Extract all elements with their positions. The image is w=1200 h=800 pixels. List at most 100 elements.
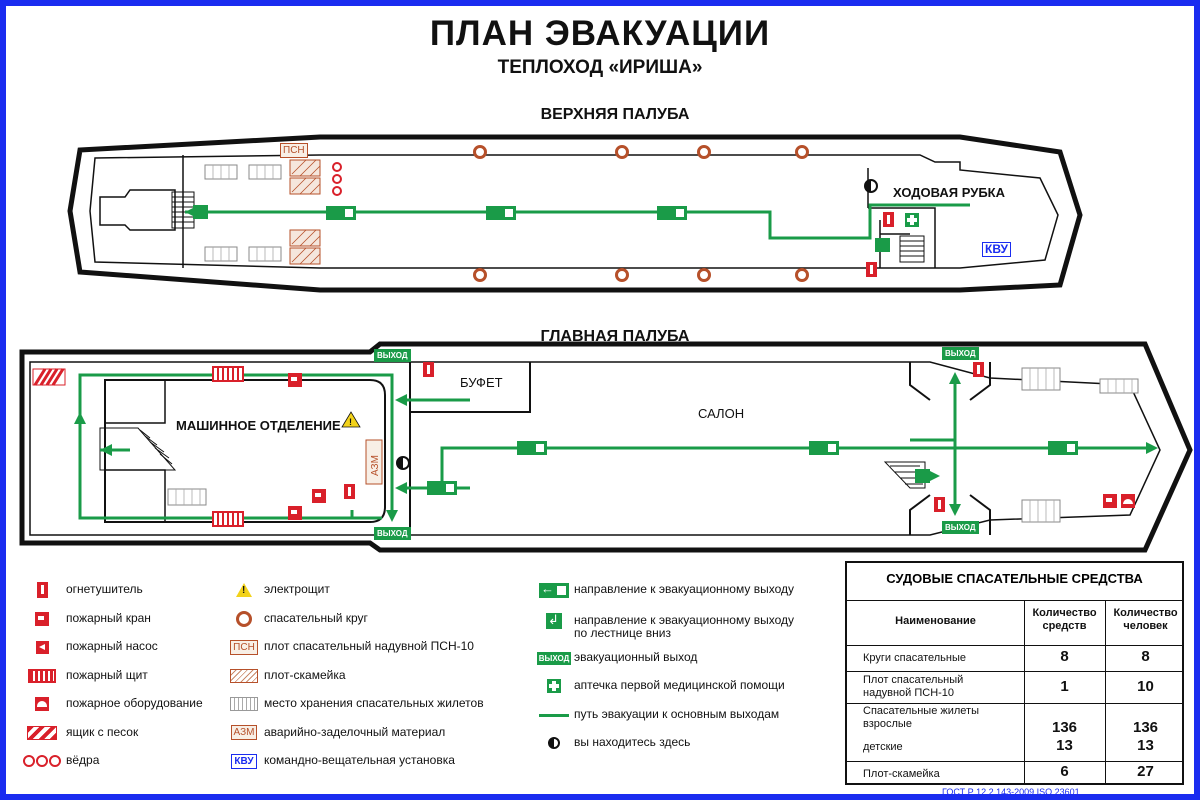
table-row-people: 136 xyxy=(1132,719,1159,736)
table-row-qty: 6 xyxy=(1060,763,1069,780)
fire-hydrant-icon xyxy=(24,610,60,628)
legend-label: пожарный кран xyxy=(66,610,151,625)
table-header-people: Количество xyxy=(1113,607,1178,619)
kvu-label: КВУ xyxy=(982,242,1011,257)
legend-label: путь эвакуации к основным выходам xyxy=(574,707,780,721)
table-row-name-2: взрослые xyxy=(863,718,912,730)
main-deck-title: ГЛАВНАЯ ПАЛУБА xyxy=(540,328,690,345)
legend-label: место хранения спасательных жилетов xyxy=(264,696,484,710)
emergency-exit-icon: ВЫХОД xyxy=(536,649,572,667)
engine-room-walls xyxy=(104,379,386,523)
life-ring-icon xyxy=(697,268,711,282)
engine-room-label: МАШИННОЕ ОТДЕЛЕНИЕ xyxy=(176,418,341,433)
legend-item: пожарное оборудование xyxy=(24,695,354,713)
footer-standard: ГОСТ Р 12.2.143-2009 ISO 23601 xyxy=(942,787,1080,797)
legend-label: электрощит xyxy=(264,582,330,596)
electrical-panel-icon xyxy=(226,581,262,599)
raft-icon: ПСН xyxy=(226,638,262,656)
legend-item: плот-скамейка xyxy=(226,667,556,685)
legend-label: ящик с песок xyxy=(66,724,139,739)
legend-box-label: ВЫХОД xyxy=(536,651,572,665)
legend-item: пожарный кран xyxy=(24,610,354,628)
wheelhouse-label: ХОДОВАЯ РУБКА xyxy=(893,185,1005,200)
stairs-down-direction-icon xyxy=(536,612,572,630)
page-title: ПЛАН ЭВАКУАЦИИ xyxy=(429,14,771,53)
legend-label: вы находитесь здесь xyxy=(574,735,691,749)
buffet-label: БУФЕТ xyxy=(460,375,503,390)
legend-label: огнетушитель xyxy=(66,582,143,596)
you-are-here-icon xyxy=(536,734,572,752)
life-ring-icon xyxy=(795,145,809,159)
extinguisher-icon xyxy=(24,581,60,599)
svg-text:!: ! xyxy=(349,417,352,427)
table-row-name: Плот-скамейка xyxy=(863,768,940,780)
table-row-qty: 136 xyxy=(1051,719,1078,736)
exit-direction-icon xyxy=(536,581,572,599)
upper-deck-title: ВЕРХНЯЯ ПАЛУБА xyxy=(540,106,690,123)
table-row-people: 27 xyxy=(1137,763,1154,780)
table-header-people-2: человек xyxy=(1123,620,1168,632)
legend-item: КВУ командно-вещательная установка xyxy=(226,752,556,770)
emergency-material-icon: АЗМ xyxy=(226,724,262,742)
legend-label: пожарное оборудование xyxy=(66,696,203,710)
upper-hull-inner xyxy=(89,154,1059,269)
life-ring-icon xyxy=(615,145,629,159)
buckets-icon xyxy=(23,752,61,770)
legend-label: спасательный круг xyxy=(264,610,368,625)
life-ring-icon xyxy=(795,268,809,282)
legend-label: аварийно-заделочный материал xyxy=(264,724,446,739)
legend-item: ящик с песок xyxy=(24,724,354,742)
life-saving-table: СУДОВЫЕ СПАСАТЕЛЬНЫЕ СРЕДСТВА Наименован… xyxy=(845,561,1184,785)
main-vest-storage xyxy=(1021,367,1139,523)
exit-sign: ВЫХОД xyxy=(374,349,411,362)
table-row-name: Круги спасательные xyxy=(863,652,966,664)
table-row-qty-2: 13 xyxy=(1056,737,1073,754)
upper-raft-label: ПСН xyxy=(280,143,308,158)
table-row-people: 8 xyxy=(1141,648,1150,665)
table-header-qty-2: средств xyxy=(1042,620,1087,632)
table-row-name: Плот спасательный xyxy=(863,674,964,686)
evacuation-path-icon xyxy=(536,706,572,724)
table-row-name-3: детские xyxy=(863,741,903,753)
life-ring-icon xyxy=(473,145,487,159)
legend-item: ПСН плот спасательный надувной ПСН-10 xyxy=(226,638,556,656)
exit-sign: ВЫХОД xyxy=(374,527,411,540)
legend-item: путь эвакуации к основным выходам xyxy=(536,706,866,724)
fire-equipment-icon xyxy=(24,695,60,713)
exit-sign: ВЫХОД xyxy=(942,521,979,534)
life-ring-icon xyxy=(615,268,629,282)
legend-box-label: КВУ xyxy=(231,753,257,769)
main-exit-signs xyxy=(427,441,1078,495)
legend-item: спасательный круг xyxy=(226,610,556,628)
engine-vest-storage xyxy=(167,488,207,506)
legend-item: вы находитесь здесь xyxy=(536,734,866,752)
table-row-people: 10 xyxy=(1137,678,1154,695)
vest-storage-icon xyxy=(226,695,262,713)
legend-label: пожарный насос xyxy=(66,639,158,653)
table-row-qty: 8 xyxy=(1060,648,1069,665)
legend-item: пожарный насос xyxy=(24,638,354,656)
svg-text:АЗМ: АЗМ xyxy=(370,455,381,476)
table-row-people-2: 13 xyxy=(1137,737,1154,754)
command-broadcast-icon: КВУ xyxy=(226,752,262,770)
sand-box-icon xyxy=(24,724,60,742)
exit-sign: ВЫХОД xyxy=(942,347,979,360)
bench-raft-icon xyxy=(226,667,262,685)
main-fire-shields xyxy=(212,366,244,527)
table-caption: СУДОВЫЕ СПАСАТЕЛЬНЫЕ СРЕДСТВА xyxy=(886,571,1143,586)
legend-item: пожарный щит xyxy=(24,667,354,685)
legend-box-label: ПСН xyxy=(230,639,258,655)
legend-label: командно-вещательная установка xyxy=(264,753,455,767)
upper-exit-signs xyxy=(193,205,890,252)
legend-item: вёдра xyxy=(23,752,354,770)
legend-label: аптечка первой медицинской помощи xyxy=(574,678,785,692)
legend-label: плот спасательный надувной ПСН-10 xyxy=(264,639,474,653)
main-deck-partitions xyxy=(409,362,991,535)
first-aid-icon xyxy=(536,677,572,695)
engine-room-stairs xyxy=(99,427,177,471)
table-header-qty: Количество xyxy=(1032,607,1097,619)
legend-label: плот-скамейка xyxy=(264,667,346,682)
